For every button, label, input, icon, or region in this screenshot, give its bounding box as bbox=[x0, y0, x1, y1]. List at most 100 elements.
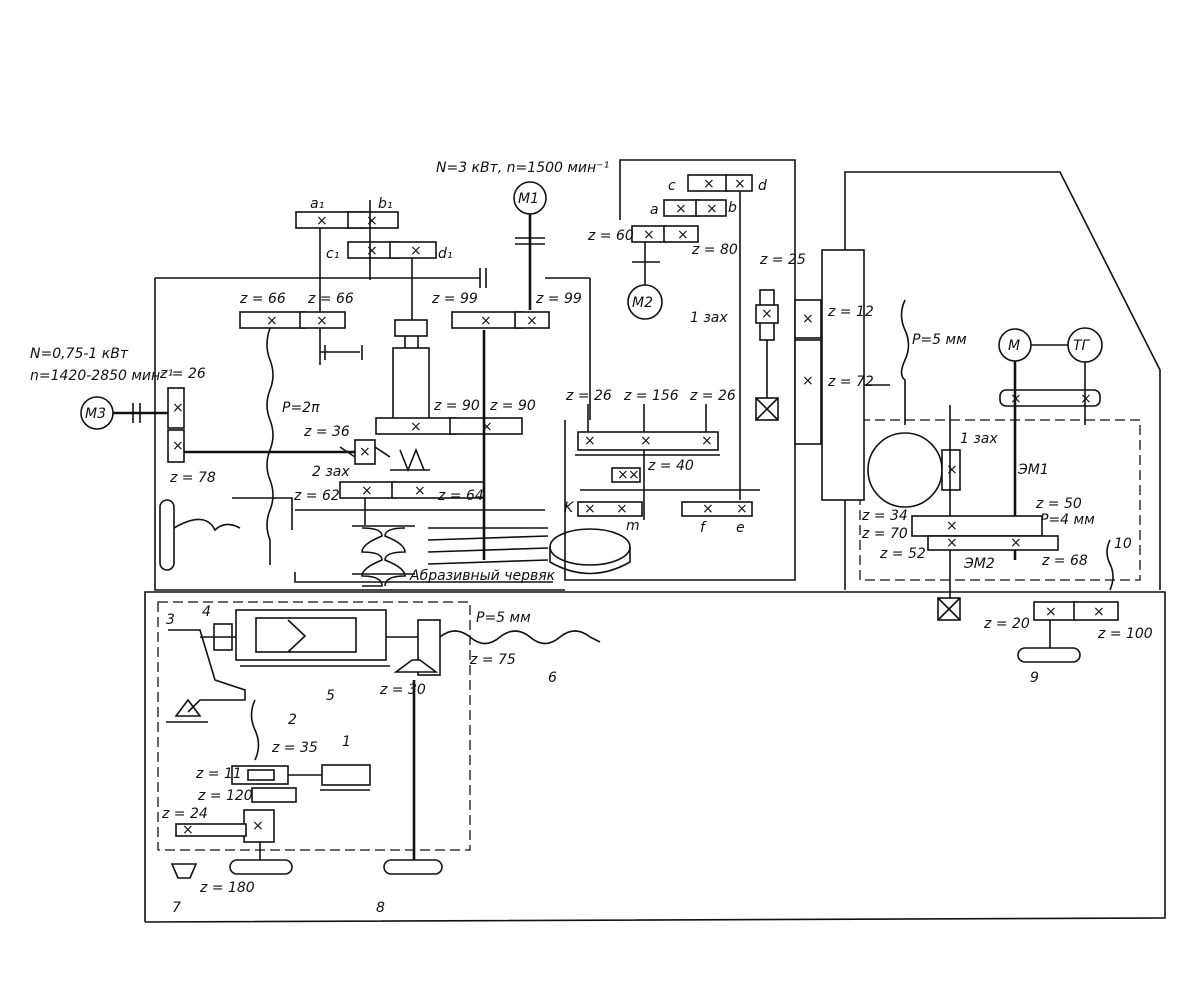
tachogenerator-label: ТГ bbox=[1073, 338, 1091, 354]
gear-pair-z66: × × z = 66 z = 66 bbox=[239, 291, 363, 365]
motor-m2-label: M2 bbox=[632, 295, 653, 311]
svg-text:×: × bbox=[706, 201, 718, 217]
label-z68: z = 68 bbox=[1041, 553, 1088, 569]
callout-6: 6 bbox=[548, 670, 557, 686]
gear-d-label: d bbox=[758, 178, 767, 194]
svg-text:×: × bbox=[643, 227, 655, 243]
svg-text:×: × bbox=[616, 501, 628, 517]
handwheel-9 bbox=[1017, 647, 1081, 663]
motor-m-label: M bbox=[1008, 338, 1020, 354]
label-z26-a: z = 26 bbox=[565, 388, 612, 404]
svg-text:×: × bbox=[802, 311, 814, 327]
svg-text:×: × bbox=[675, 201, 687, 217]
label-z180: z = 180 bbox=[199, 880, 255, 896]
motor-m3-power: N=0,75-1 кВт bbox=[30, 346, 129, 362]
abrasive-worm-label: Абразивный червяк bbox=[409, 568, 556, 584]
label-z12: z = 12 bbox=[827, 304, 874, 320]
gear-c1-label: c₁ bbox=[326, 246, 339, 262]
label-z64: z = 64 bbox=[437, 488, 484, 504]
right-feed-assembly: P=5 мм M ТГ ×× 1 зах × ЭМ1 z = 50 P=4 мм… bbox=[861, 299, 1153, 686]
table-worm-wheel bbox=[867, 432, 943, 508]
gear-c-label: c bbox=[668, 178, 676, 194]
svg-text:×: × bbox=[359, 444, 371, 460]
guitar-a1-d1: ×× ×× a₁ b₁ c₁ d₁ bbox=[295, 196, 453, 320]
gear-a1-label: a₁ bbox=[310, 196, 324, 212]
label-z25: z = 25 bbox=[759, 252, 806, 268]
label-z36: z = 36 bbox=[303, 424, 350, 440]
handwheel-8 bbox=[383, 859, 443, 875]
svg-text:×: × bbox=[414, 483, 426, 499]
svg-text:×: × bbox=[1010, 535, 1022, 551]
svg-text:×: × bbox=[252, 818, 264, 834]
label-z66-right: z = 66 bbox=[307, 291, 354, 307]
svg-text:×: × bbox=[361, 483, 373, 499]
gear-k-label: K bbox=[564, 500, 575, 516]
svg-text:×: × bbox=[584, 433, 596, 449]
label-z62: z = 62 bbox=[293, 488, 340, 504]
em2-label: ЭМ2 bbox=[963, 556, 995, 572]
svg-text:×: × bbox=[266, 313, 278, 329]
label-z90-right: z = 90 bbox=[489, 398, 536, 414]
gear-pair-z62-z64: × × z = 62 z = 64 bbox=[293, 481, 545, 525]
motor-m3-speed: n=1420-2850 мин⁻¹ bbox=[30, 368, 173, 384]
motor-m2 bbox=[627, 284, 663, 320]
label-z50: z = 50 bbox=[1035, 496, 1082, 512]
callout-4: 4 bbox=[202, 604, 211, 620]
pitch-p5-top: P=5 мм bbox=[912, 332, 967, 348]
lower-assembly: P=5 мм z = 75 z = 30 × × z = 11 z = 35 z… bbox=[161, 604, 601, 916]
label-z30: z = 30 bbox=[379, 682, 426, 698]
motor-m1-label: M1 bbox=[518, 191, 539, 207]
handwheel-left bbox=[159, 499, 175, 571]
svg-text:×: × bbox=[640, 433, 652, 449]
gear-e-label: e bbox=[736, 520, 745, 536]
svg-text:×: × bbox=[1045, 604, 1057, 620]
svg-text:×: × bbox=[802, 373, 814, 389]
svg-text:×: × bbox=[1093, 604, 1105, 620]
svg-text:×: × bbox=[410, 419, 422, 435]
svg-text:×: × bbox=[628, 467, 640, 483]
gear-m-label: m bbox=[626, 518, 640, 534]
gear-b1-label: b₁ bbox=[378, 196, 393, 212]
callout-5: 5 bbox=[326, 688, 335, 704]
motor-m3-label: M3 bbox=[85, 406, 106, 422]
label-z70: z = 70 bbox=[861, 526, 908, 542]
label-z52: z = 52 bbox=[879, 546, 926, 562]
svg-text:×: × bbox=[677, 227, 689, 243]
svg-text:×: × bbox=[736, 501, 748, 517]
svg-text:×: × bbox=[366, 243, 378, 259]
label-z11: z = 11 bbox=[195, 766, 242, 782]
worm-wheel bbox=[549, 528, 631, 566]
svg-text:×: × bbox=[172, 438, 184, 454]
label-z60: z = 60 bbox=[587, 228, 634, 244]
label-z90-left: z = 90 bbox=[433, 398, 480, 414]
gear-b-label: b bbox=[728, 200, 737, 216]
guitar-abcd-m2: ×× ×× ×× c d a b z = 60 z = 80 M2 1 зах bbox=[587, 174, 767, 500]
svg-text:×: × bbox=[172, 400, 184, 416]
svg-text:×: × bbox=[703, 176, 715, 192]
gear-z78 bbox=[167, 429, 185, 463]
motor-m1-title: N=3 кВт, n=1500 мин⁻¹ bbox=[436, 160, 609, 176]
label-z66-left: z = 66 bbox=[239, 291, 286, 307]
svg-text:×: × bbox=[946, 518, 958, 534]
svg-text:×: × bbox=[480, 313, 492, 329]
gear-f-label: f bbox=[700, 520, 707, 536]
callout-3: 3 bbox=[166, 612, 175, 628]
svg-text:×: × bbox=[1080, 391, 1092, 407]
label-z100: z = 100 bbox=[1097, 626, 1153, 642]
label-z78: z = 78 bbox=[169, 470, 216, 486]
callout-9: 9 bbox=[1030, 670, 1039, 686]
svg-text:×: × bbox=[182, 822, 194, 838]
em1-label: ЭМ1 bbox=[1017, 462, 1049, 478]
label-z156: z = 156 bbox=[623, 388, 679, 404]
svg-text:×: × bbox=[617, 467, 629, 483]
svg-text:×: × bbox=[316, 313, 328, 329]
callout-2: 2 bbox=[288, 712, 297, 728]
motor-m1-drive: N=3 кВт, n=1500 мин⁻¹ M1 ×× z = 99 z = 9… bbox=[431, 160, 609, 329]
gear-z26-m3 bbox=[167, 387, 185, 429]
callout-1: 1 bbox=[342, 734, 351, 750]
label-z34: z = 34 bbox=[861, 508, 908, 524]
starts-1-middle: 1 зах bbox=[690, 310, 728, 326]
differential-block: z = 26 z = 156 z = 26 ××× ×× z = 40 ×× ×… bbox=[564, 388, 760, 536]
callout-8: 8 bbox=[376, 900, 385, 916]
